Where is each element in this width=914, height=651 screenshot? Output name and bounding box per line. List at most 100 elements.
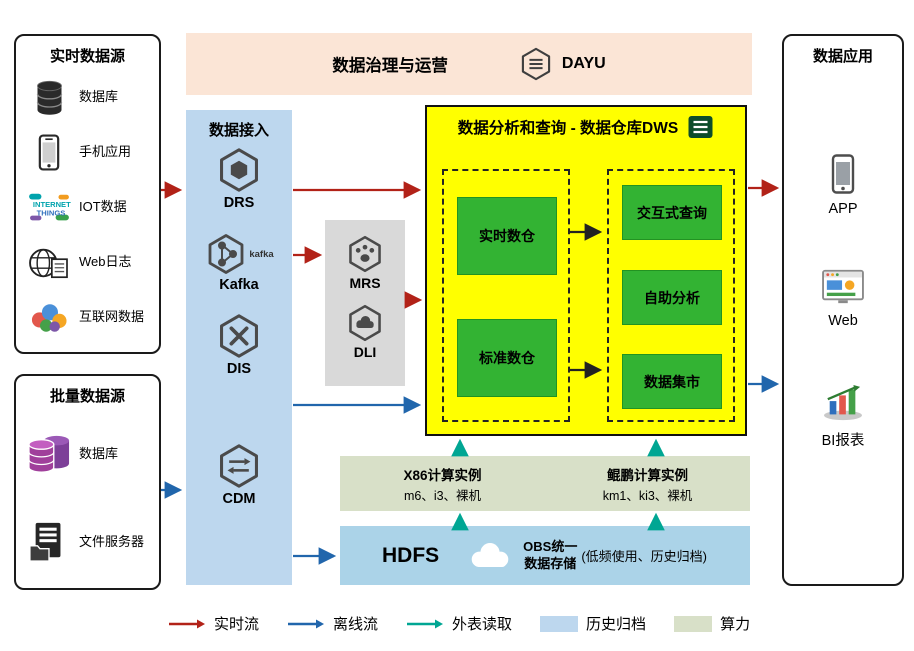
dayu-logo-group: DAYU (518, 46, 606, 82)
ingestion-panel: 数据接入 DRS kafka (186, 110, 292, 585)
legend-label: 历史归档 (586, 616, 647, 633)
dws-warehouse-icon (688, 116, 713, 138)
mobile-phone-icon (24, 134, 74, 171)
svg-text:INTERNET: INTERNET (33, 200, 71, 209)
storage-panel: HDFS OBS统一 数据存储 (低频使用、历史归档) (340, 526, 750, 585)
module-standard-warehouse: 标准数仓 (457, 319, 557, 397)
compute-title: X86计算实例 (403, 467, 482, 483)
realtime-sources-list: 数据库 手机应用 (16, 66, 159, 345)
realtime-sources-panel: 实时数据源 数据库 (14, 34, 161, 354)
list-item: Web日志 (24, 235, 157, 290)
governance-bar: 数据治理与运营 DAYU (186, 33, 752, 95)
ingestion-item-cdm: CDM (186, 442, 292, 507)
service-label: MRS (349, 275, 381, 291)
compute-x86: X86计算实例 m6、i3、裸机 (340, 456, 545, 511)
list-item: 手机应用 (24, 125, 157, 180)
compute-subtitle: m6、i3、裸机 (403, 488, 482, 503)
batch-sources-list: 数据库 文件服务器 (16, 406, 159, 586)
source-label: 互联网数据 (79, 309, 145, 325)
legend-item-external-read: 外表读取 (406, 613, 512, 634)
app-item-app: APP (784, 154, 902, 217)
module-data-mart: 数据集市 (622, 354, 722, 409)
dis-icon (220, 314, 258, 358)
processing-panel: MRS DLI (325, 220, 405, 386)
blue-arrow-icon (288, 619, 325, 628)
purple-database-icon (24, 433, 74, 475)
module-realtime-warehouse: 实时数仓 (457, 197, 557, 275)
app-label: BI报表 (821, 433, 865, 449)
legend-label: 算力 (720, 616, 751, 633)
list-item: 文件服务器 (24, 498, 157, 586)
source-label: 数据库 (79, 89, 119, 105)
list-item: 数据库 (24, 70, 157, 125)
legend-item-realtime-flow: 实时流 (168, 613, 259, 634)
list-item: INTERNET THINGS IOT数据 (24, 180, 157, 235)
legend-item-offline-flow: 离线流 (287, 613, 378, 634)
list-item: 数据库 (24, 410, 157, 498)
dws-title: 数据分析和查询 - 数据仓库DWS (457, 120, 679, 137)
svg-text:THINGS: THINGS (37, 208, 66, 217)
kafka-wordmark: kafka (249, 248, 274, 260)
module-label: 自助分析 (644, 289, 700, 306)
list-item: 互联网数据 (24, 290, 157, 345)
module-label: 实时数仓 (479, 228, 535, 244)
service-label: CDM (222, 491, 256, 507)
legend: 实时流 离线流 外表读取 历史归档 算力 (168, 613, 750, 634)
compute-swatch (674, 615, 713, 632)
obs-title-line2: 数据存储 (524, 555, 577, 571)
governance-title: 数据治理与运营 (332, 57, 448, 75)
database-icon (24, 80, 74, 116)
source-label: 手机应用 (79, 144, 132, 160)
service-label: DRS (223, 195, 255, 211)
app-label: Web (828, 313, 858, 329)
compute-instances-panel: X86计算实例 m6、i3、裸机 鲲鹏计算实例 km1、ki3、裸机 (340, 456, 750, 511)
compute-title: 鲲鹏计算实例 (607, 467, 688, 483)
archive-swatch (540, 615, 579, 632)
compute-kunpeng: 鲲鹏计算实例 km1、ki3、裸机 (545, 456, 750, 511)
processing-item-dli: DLI (345, 303, 385, 360)
applications-panel: 数据应用 APP Web (782, 34, 904, 586)
service-label: DLI (353, 344, 377, 360)
panel-title: 数据应用 (812, 48, 873, 65)
module-label: 标准数仓 (479, 350, 535, 366)
mrs-icon (349, 235, 381, 273)
app-phone-icon (831, 154, 855, 194)
module-interactive-query: 交互式查询 (622, 185, 722, 240)
obs-title-line1: OBS统一 (523, 538, 578, 554)
legend-label: 外表读取 (452, 616, 513, 633)
internet-data-icon (24, 300, 74, 336)
panel-title: 数据接入 (208, 122, 269, 139)
teal-arrow-icon (407, 619, 444, 628)
module-label: 数据集市 (644, 373, 700, 390)
source-label: 文件服务器 (79, 533, 145, 549)
obs-note: (低频使用、历史归档) (581, 549, 708, 564)
warehouse-group: 实时数仓 标准数仓 (442, 169, 570, 422)
ingestion-item-dis: DIS (186, 312, 292, 377)
dws-panel: 数据分析和查询 - 数据仓库DWS 实时数仓 标准数仓 交互式查询 自助分析 数… (425, 105, 747, 436)
legend-label: 实时流 (214, 616, 260, 633)
red-arrow-icon (169, 619, 205, 628)
obs-title: OBS统一 数据存储 (523, 539, 577, 573)
ingestion-item-kafka: kafka Kafka (186, 232, 292, 293)
file-server-icon (24, 521, 74, 563)
ingestion-item-drs: DRS (186, 146, 292, 211)
dayu-icon (521, 47, 550, 81)
processing-item-mrs: MRS (345, 234, 385, 291)
module-self-service-analysis: 自助分析 (622, 270, 722, 325)
service-label: DIS (226, 361, 252, 377)
legend-item-compute: 算力 (674, 613, 750, 634)
service-label: Kafka (219, 277, 259, 293)
app-label: APP (828, 201, 858, 217)
web-globe-icon (24, 245, 74, 281)
dws-title-row: 数据分析和查询 - 数据仓库DWS (427, 107, 745, 139)
batch-sources-panel: 批量数据源 数据库 (14, 374, 161, 590)
dayu-label: DAYU (561, 55, 606, 72)
kafka-icon (208, 234, 244, 274)
dli-icon (349, 304, 381, 342)
app-item-web: Web (784, 268, 902, 329)
web-browser-icon (822, 269, 864, 304)
app-item-bi: BI报表 (784, 384, 902, 450)
panel-title: 批量数据源 (49, 388, 125, 405)
panel-title: 实时数据源 (49, 48, 125, 65)
